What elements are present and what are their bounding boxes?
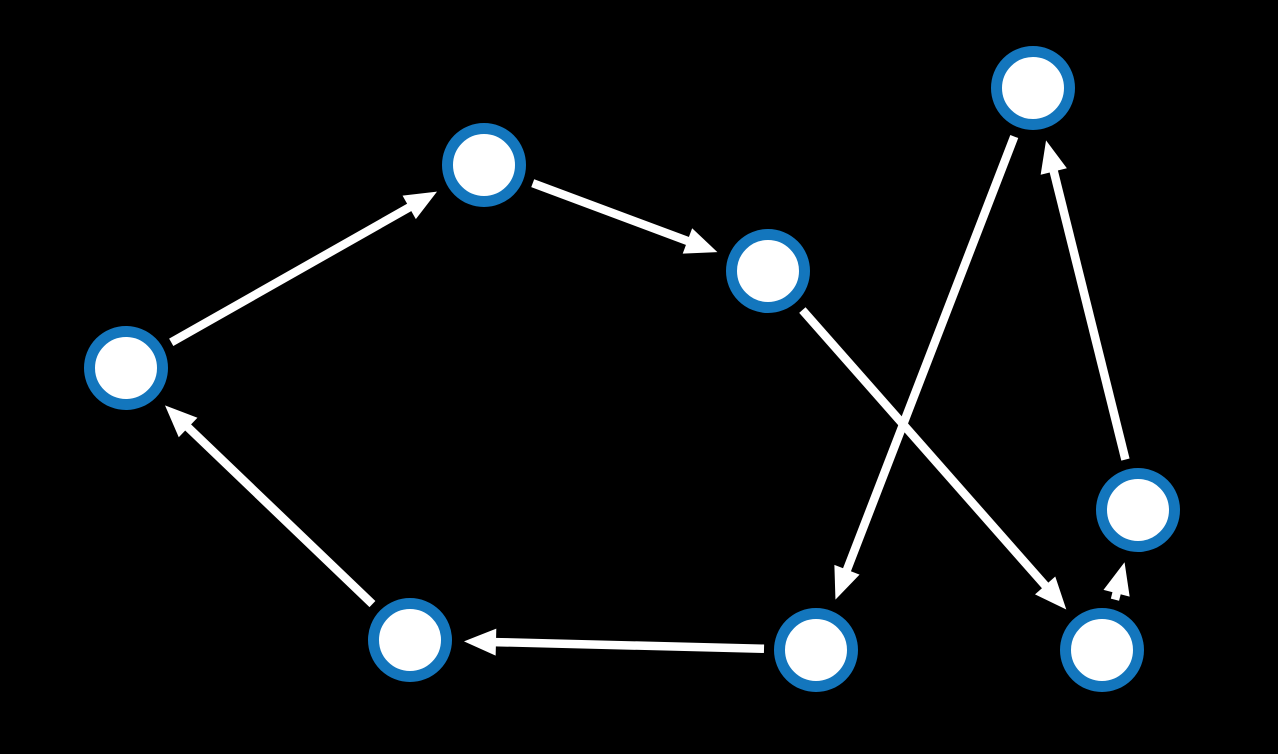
edge-arrowhead-middle-to-bottom-right — [1035, 576, 1067, 610]
edge-arrowhead-bottom-right-to-right — [1103, 562, 1130, 597]
graph-node-top-right — [991, 46, 1075, 130]
edges-layer — [164, 134, 1130, 656]
graph-node-bottom-right — [1060, 608, 1144, 692]
edge-line-middle-to-bottom-right — [799, 307, 1050, 590]
edge-line-left-to-upper-middle — [169, 202, 414, 347]
edge-arrowhead-bottom-middle-to-bottom-left — [463, 628, 497, 656]
nodes-layer — [84, 46, 1180, 692]
graph-node-middle — [726, 229, 810, 313]
edge-line-upper-middle-to-middle — [531, 179, 691, 246]
edge-line-bottom-middle-to-bottom-left — [493, 637, 765, 653]
edge-arrowhead-upper-middle-to-middle — [682, 228, 718, 254]
edge-arrowhead-top-right-to-bottom-middle — [834, 564, 860, 600]
graph-node-bottom-middle — [774, 608, 858, 692]
edge-line-top-right-to-bottom-middle — [842, 134, 1019, 574]
edge-arrowhead-right-to-top-right — [1040, 140, 1067, 175]
edge-arrowhead-left-to-upper-middle — [402, 191, 438, 220]
graph-node-bottom-left — [368, 598, 452, 682]
graph-node-upper-middle — [442, 123, 526, 207]
graph-node-left — [84, 326, 168, 410]
edge-line-right-to-top-right — [1049, 168, 1130, 461]
edge-arrowhead-bottom-left-to-left — [164, 405, 198, 438]
edge-line-bottom-left-to-left — [183, 423, 376, 608]
graph-node-right — [1096, 468, 1180, 552]
